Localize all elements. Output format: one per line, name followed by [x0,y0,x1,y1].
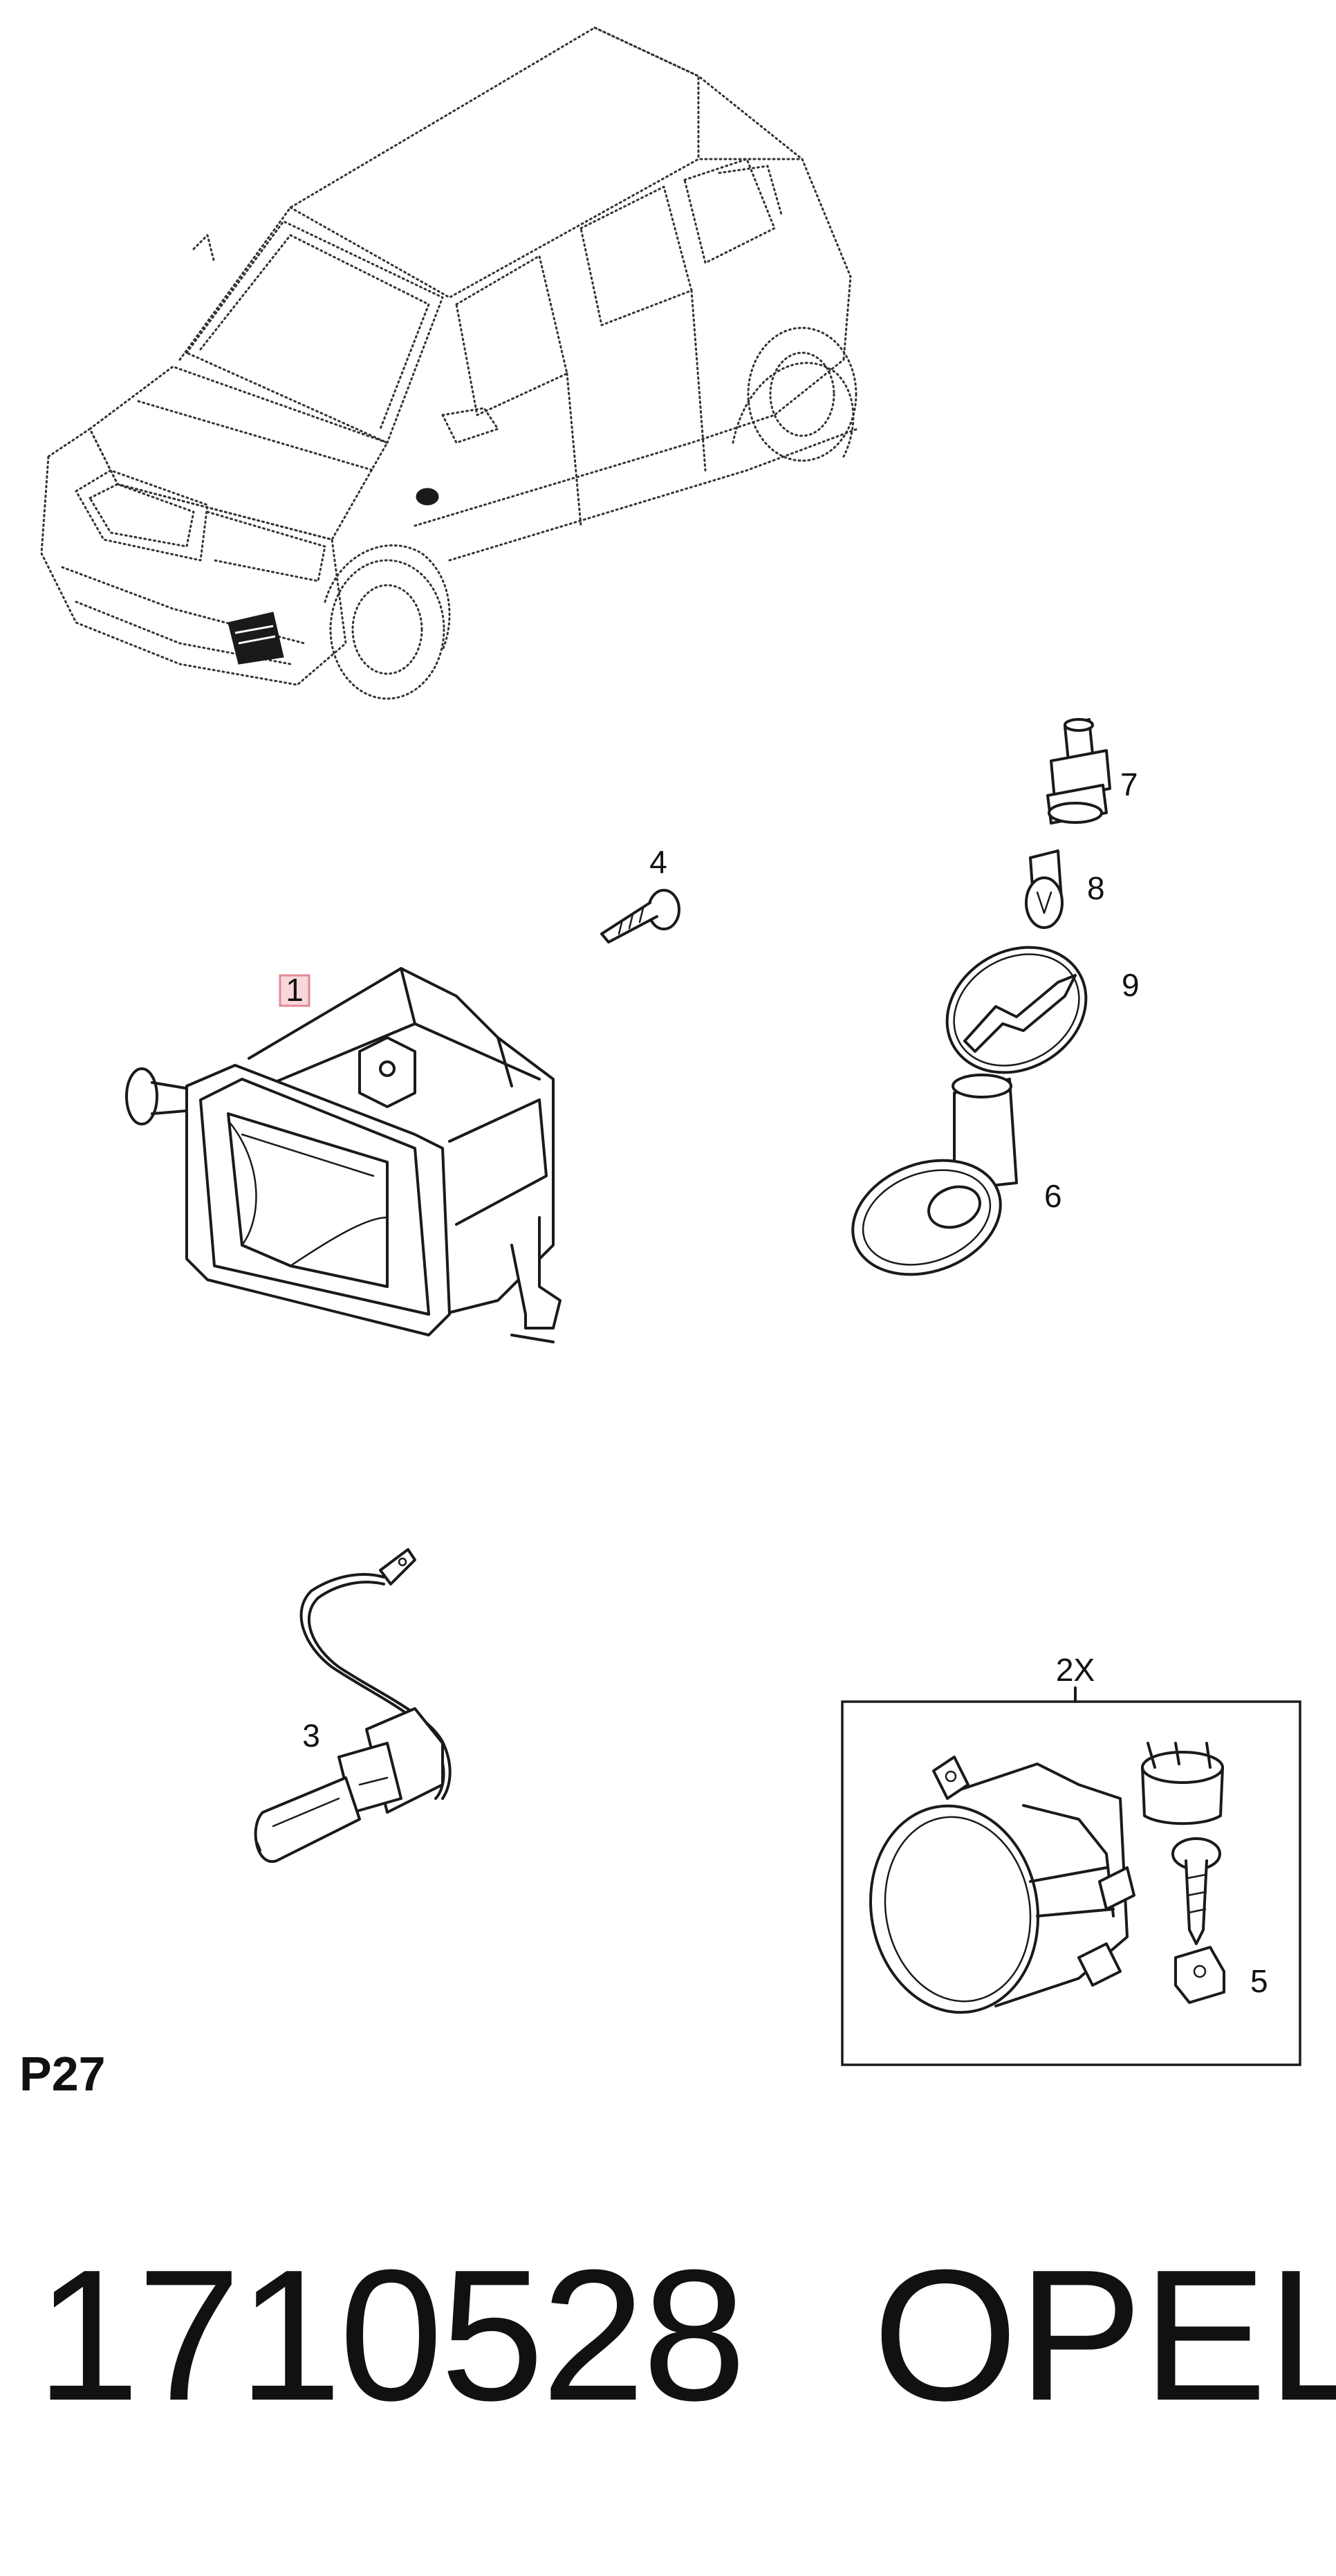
fog-lamp-location-marker [228,611,284,665]
fog-lamp-assembly [125,967,562,1343]
item-1-highlight-box [279,974,310,1007]
vehicle-outline [40,26,859,700]
small-bulb [1025,849,1064,929]
retaining-clip [1141,1742,1224,1825]
callout-7: 7 [1120,766,1138,802]
alternate-lamp-box [841,1686,1301,2066]
brand-name: OPEL [873,2232,1336,2440]
clip-nut [1174,1946,1225,2004]
seal-ring [945,946,1088,1074]
part-number: 1710528 [36,2232,746,2440]
fuel-flap-marker [416,488,439,506]
page-code: P27 [19,2047,106,2101]
callout-5: 5 [1250,1963,1268,1999]
callout-3: 3 [302,1718,320,1754]
callout-9: 9 [1122,967,1140,1003]
socket-gasket [851,1074,1018,1276]
callout-1: 1 [286,972,304,1008]
callout-6: 6 [1044,1178,1062,1214]
callout-2x: 2X [1056,1652,1095,1688]
bulb-holder [1046,718,1111,825]
alternate-lamp-frame [841,1700,1301,2066]
mounting-screw [1171,1837,1221,1945]
round-fog-lamp [869,1756,1135,2014]
callout-8: 8 [1087,870,1105,906]
callout-4: 4 [649,844,667,880]
h3-bulb-with-wire [254,1548,452,1864]
tapping-screw [600,889,680,944]
